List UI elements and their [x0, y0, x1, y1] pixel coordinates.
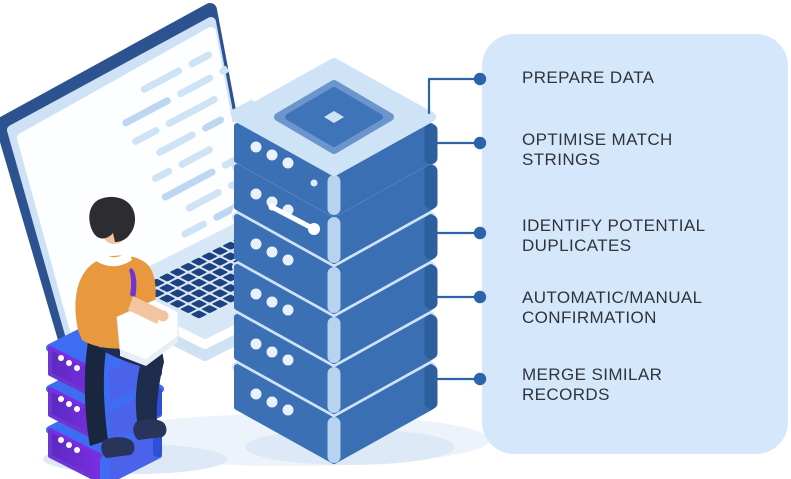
person-leg-back [84, 342, 108, 446]
step-item-4: AUTOMATIC/MANUAL CONFIRMATION [522, 288, 762, 327]
person-shoe-front [133, 419, 167, 440]
step-item-2: OPTIMISE MATCH STRINGS [522, 130, 762, 169]
step-label: IDENTIFY POTENTIAL DUPLICATES [522, 216, 706, 255]
step-item-3: IDENTIFY POTENTIAL DUPLICATES [522, 216, 762, 255]
step-label: MERGE SIMILAR RECORDS [522, 365, 663, 404]
person-hair [89, 196, 136, 242]
person-hand [157, 310, 169, 322]
step-label: AUTOMATIC/MANUAL CONFIRMATION [522, 288, 703, 327]
person-forearm [128, 296, 162, 324]
server-unit-with-slider [237, 113, 438, 263]
step-item-1: PREPARE DATA [522, 68, 762, 88]
step-label: OPTIMISE MATCH STRINGS [522, 130, 673, 169]
mini-laptop-edge [120, 336, 178, 366]
large-server-stack [232, 58, 438, 463]
step-label: PREPARE DATA [522, 68, 655, 87]
server-top-unit [232, 58, 438, 217]
steps-panel: PREPARE DATA OPTIMISE MATCH STRINGS IDEN… [482, 34, 788, 454]
person-collar [96, 251, 132, 267]
person-with-laptop [75, 196, 179, 458]
person-shoe-back [101, 437, 135, 458]
step-item-5: MERGE SIMILAR RECORDS [522, 365, 762, 404]
person-strap [129, 268, 137, 298]
